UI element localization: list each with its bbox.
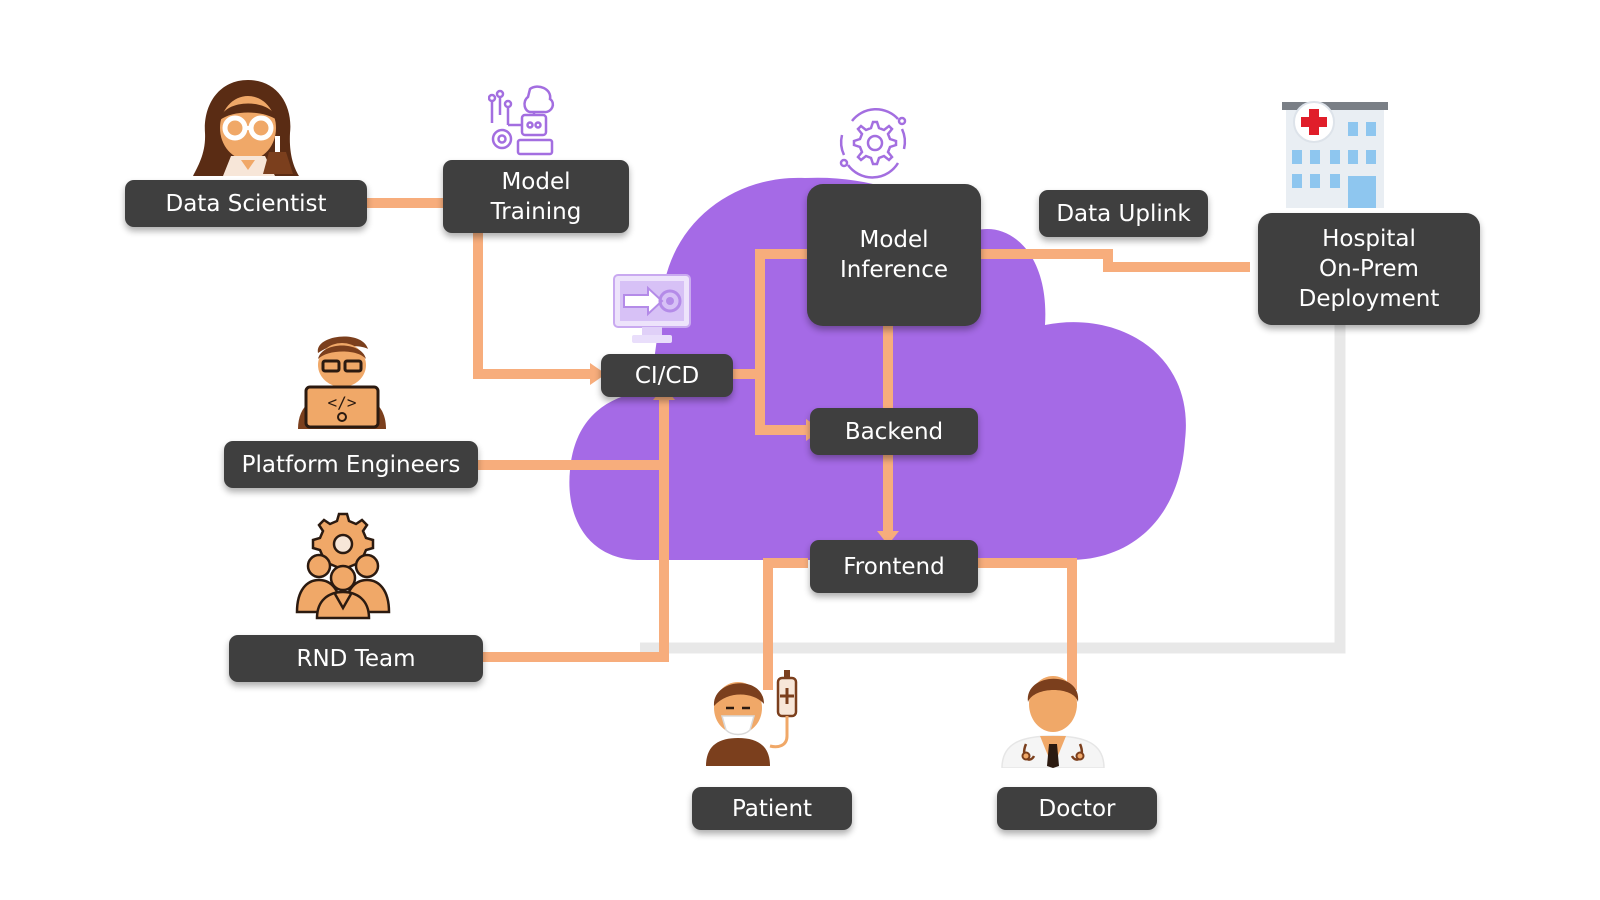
- cicd-label: CI/CD: [634, 362, 700, 389]
- doctor-node[interactable]: Doctor: [997, 787, 1157, 830]
- monitor-pipeline-icon: [613, 274, 691, 343]
- arrow-to-cicd: [590, 363, 606, 385]
- flow-inference-hospital: [975, 249, 1250, 272]
- model-inference-label: Model Inference: [839, 227, 949, 283]
- backend-node[interactable]: Backend: [810, 408, 978, 455]
- patient-label: Patient: [731, 795, 813, 822]
- data-scientist-node[interactable]: Data Scientist: [125, 180, 367, 227]
- flow-lines: [366, 198, 1250, 690]
- arrow-to-frontend: [877, 531, 899, 545]
- hospital-node[interactable]: Hospital On-Prem Deployment: [1258, 213, 1480, 325]
- rnd-team-node[interactable]: RND Team: [229, 635, 483, 682]
- robot-brain-icon: [488, 85, 555, 156]
- hospital-building-icon: [1282, 101, 1388, 208]
- hospital-label: Hospital On-Prem Deployment: [1298, 226, 1440, 312]
- data-scientist-label: Data Scientist: [165, 190, 327, 217]
- doctor-icon: [1001, 676, 1105, 768]
- flow-cicd-backend: [755, 374, 808, 435]
- model-training-node[interactable]: Model Training: [443, 160, 629, 233]
- patient-iv-icon: [706, 670, 798, 766]
- developer-laptop-icon: </>: [298, 336, 386, 429]
- model-inference-node[interactable]: Model Inference: [807, 184, 981, 326]
- platform-engineers-label: Platform Engineers: [241, 451, 461, 478]
- flow-rnd-cicd: [478, 398, 669, 662]
- frontend-node[interactable]: Frontend: [810, 540, 978, 593]
- data-uplink-node[interactable]: Data Uplink: [1039, 190, 1208, 237]
- flow-frontend-doctor: [970, 558, 1077, 690]
- uplink-line: [640, 320, 1346, 654]
- backend-label: Backend: [844, 418, 944, 445]
- patient-node[interactable]: Patient: [692, 787, 852, 830]
- flow-training-cicd: [473, 232, 590, 379]
- rnd-team-label: RND Team: [296, 645, 416, 672]
- cicd-node[interactable]: CI/CD: [601, 354, 733, 397]
- cloud-shape: [569, 177, 1186, 560]
- gear-cycle-icon: [839, 107, 907, 179]
- data-uplink-label: Data Uplink: [1056, 200, 1191, 227]
- female-scientist-icon: [193, 80, 299, 176]
- flow-frontend-patient: [763, 558, 808, 690]
- doctor-label: Doctor: [1038, 795, 1116, 822]
- flow-cicd-inference: [733, 249, 810, 379]
- svg-text:</>: </>: [328, 393, 357, 412]
- frontend-label: Frontend: [843, 553, 945, 580]
- team-gear-icon: [295, 512, 391, 620]
- platform-engineers-node[interactable]: Platform Engineers: [224, 441, 478, 488]
- model-training-label: Model Training: [490, 168, 582, 225]
